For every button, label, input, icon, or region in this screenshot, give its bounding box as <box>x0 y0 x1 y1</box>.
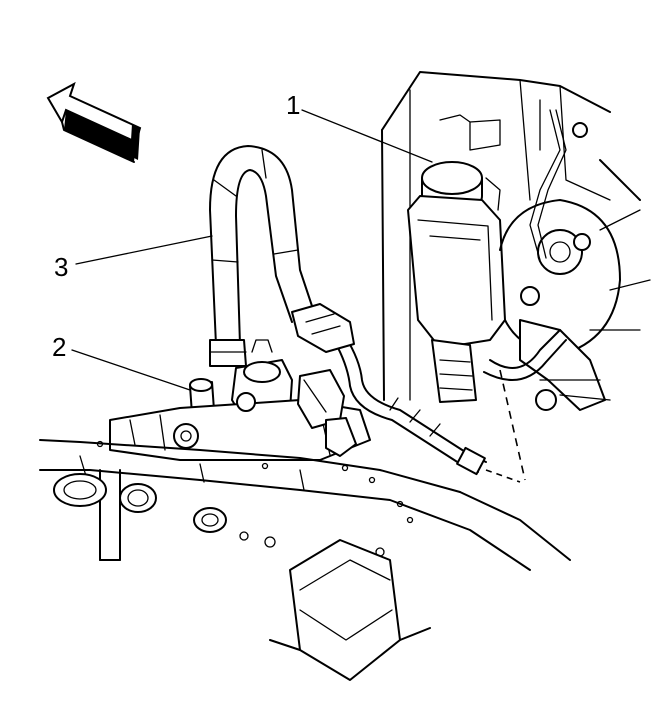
body-structure <box>381 71 641 401</box>
power-steering-reservoir <box>407 161 506 403</box>
callout-1: 1 <box>286 90 300 120</box>
reference-dashes <box>485 369 526 483</box>
hose <box>209 145 355 367</box>
return-line <box>334 329 567 476</box>
frame-rail <box>39 439 571 681</box>
callout-2: 2 <box>52 332 66 362</box>
pump-pulley <box>499 109 651 411</box>
direction-arrow-icon <box>46 81 142 163</box>
callout-3: 3 <box>54 252 68 282</box>
steering-gear <box>109 339 371 461</box>
leader-lines <box>71 109 433 391</box>
